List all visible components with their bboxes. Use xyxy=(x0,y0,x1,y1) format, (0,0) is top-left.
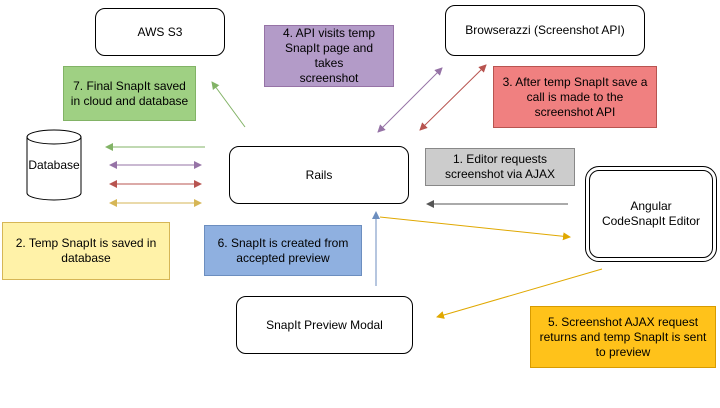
preview-modal-node[interactable]: SnapIt Preview Modal xyxy=(236,296,413,354)
arrow-rails-browserazzi-red xyxy=(419,64,487,131)
step1-note: 1. Editor requests screenshot via AJAX xyxy=(425,148,575,186)
browserazzi-node[interactable]: Browserazzi (Screenshot API) xyxy=(445,5,645,56)
database-label: Database xyxy=(28,158,80,172)
arrow-rails-to-angular xyxy=(379,216,571,241)
arrow-angular-to-preview xyxy=(436,268,603,319)
database-cylinder-icon xyxy=(26,129,82,201)
rails-label: Rails xyxy=(305,167,333,182)
aws-s3-node[interactable]: AWS S3 xyxy=(95,8,225,56)
angular-editor-node[interactable]: Angular CodeSnapIt Editor xyxy=(585,166,717,262)
step4-note: 4. API visits temp SnapIt page and takes… xyxy=(264,25,394,87)
arrow-rails-to-s3 xyxy=(211,81,246,128)
aws-s3-label: AWS S3 xyxy=(137,24,183,39)
step6-note: 6. SnapIt is created from accepted previ… xyxy=(204,225,362,276)
angular-editor-label: Angular CodeSnapIt Editor xyxy=(601,199,701,228)
rails-node[interactable]: Rails xyxy=(229,146,409,204)
step7-note: 7. Final SnapIt saved in cloud and datab… xyxy=(63,66,196,121)
preview-modal-label: SnapIt Preview Modal xyxy=(266,317,383,332)
step2-note: 2. Temp SnapIt is saved in database xyxy=(2,222,170,280)
step5-note: 5. Screenshot AJAX request returns and t… xyxy=(530,306,716,368)
step3-note: 3. After temp SnapIt save a call is made… xyxy=(493,66,657,128)
browserazzi-label: Browserazzi (Screenshot API) xyxy=(465,23,625,37)
